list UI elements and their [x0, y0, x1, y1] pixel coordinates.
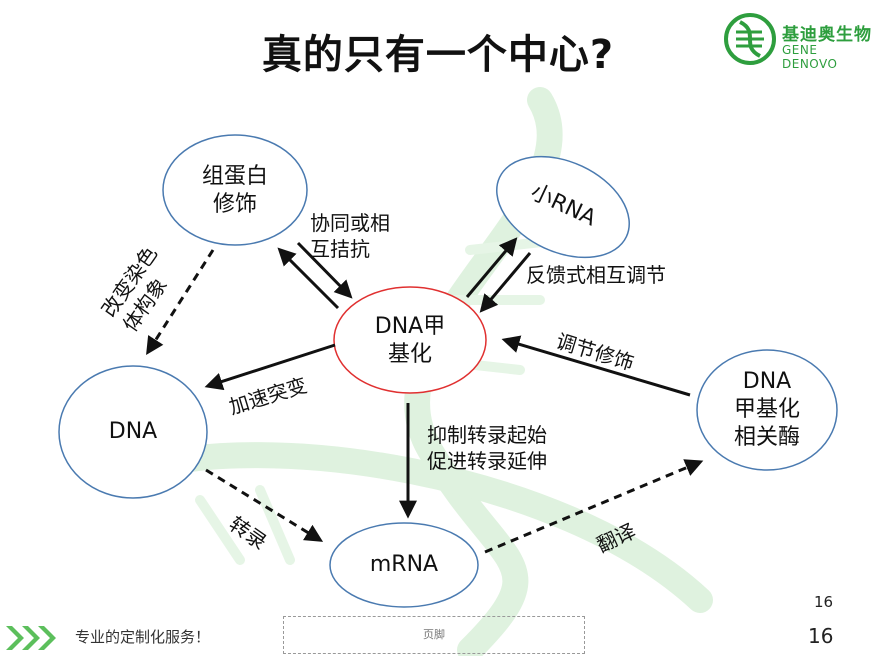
edge-label-line: 协同或相	[310, 211, 390, 235]
arrow-methylation-to-small-rna	[465, 237, 518, 298]
edge-label-feedback: 反馈式相互调节	[526, 263, 666, 287]
node-label-line: 甲基化	[733, 397, 800, 422]
arrow-methylation-to-histone	[277, 247, 340, 310]
page-number-small: 16	[814, 593, 834, 611]
node-label-line: 组蛋白	[201, 164, 268, 189]
arrow-histone-to-dna	[146, 249, 215, 356]
node-label-line: 修饰	[212, 192, 257, 217]
page-number: 16	[808, 624, 834, 648]
arrow-enzymes-to-methylation	[501, 335, 691, 397]
footer-placeholder: 页脚	[283, 616, 585, 654]
node-label-line: DNA	[742, 369, 792, 394]
node-label-mrna: mRNA	[369, 552, 439, 577]
dna-logo-icon	[724, 13, 776, 65]
arrow-histone-to-methylation	[296, 241, 353, 299]
node-dna	[58, 365, 208, 499]
node-label-enzymes: DNA 甲基化 相关酶	[717, 368, 817, 452]
edge-label-inhibit: 抑制转录起始 促进转录延伸	[427, 422, 547, 474]
node-label-line: DNA甲	[374, 314, 446, 339]
node-label-line: 基化	[387, 342, 432, 367]
node-label-histone: 组蛋白 修饰	[185, 163, 285, 219]
arrow-small-rna-to-methylation	[479, 252, 532, 313]
arrow-methylation-to-dna	[204, 343, 336, 391]
chevron-arrows-icon	[6, 626, 56, 650]
node-dna-methylation	[333, 286, 487, 394]
edge-label-line: 抑制转录起始	[427, 423, 547, 447]
logo-name-en: GENE DENOVO	[782, 43, 838, 71]
edge-label-line: 促进转录延伸	[427, 449, 547, 473]
page-title: 真的只有一个中心?	[261, 32, 615, 78]
edge-label-synergy: 协同或相 互拮抗	[310, 210, 390, 262]
node-histone-modification	[162, 134, 308, 246]
node-label-line: 相关酶	[733, 425, 800, 450]
edge-label-line: 互拮抗	[310, 237, 370, 261]
logo-name-cn: 基迪奥生物	[782, 25, 872, 45]
node-label-dna: DNA	[108, 419, 158, 444]
node-methylation-enzymes	[696, 349, 838, 471]
company-logo	[722, 8, 872, 70]
node-label-dna-methylation: DNA甲 基化	[360, 313, 460, 369]
node-mrna	[329, 522, 479, 608]
node-small-rna	[496, 155, 630, 259]
arrow-mrna-to-enzymes	[484, 459, 704, 554]
footer-slogan: 专业的定制化服务！	[75, 628, 211, 646]
